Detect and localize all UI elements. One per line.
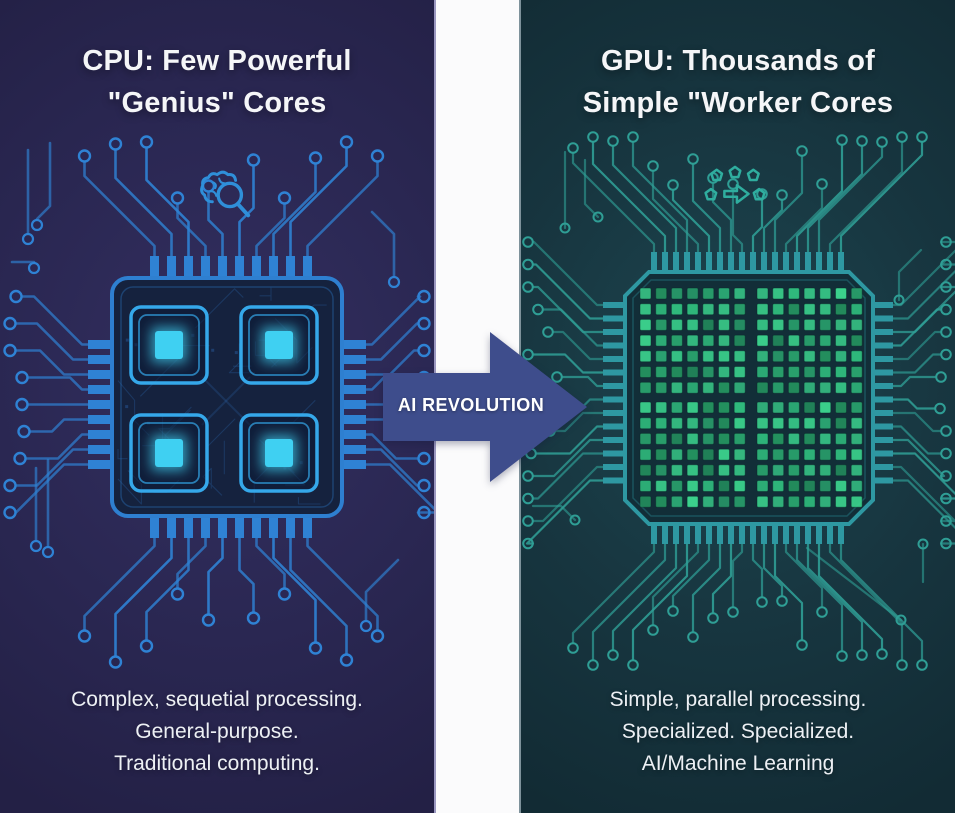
arrow-shape [383,332,587,482]
cpu-caption-line3: Traditional computing. [114,752,320,775]
gpu-caption-line1: Simple, parallel processing. [609,688,867,711]
gpu-caption-line3: AI/Machine Learning [641,752,835,775]
arrow-label: AI REVOLUTION [397,395,545,415]
parallel-workers-icon [704,165,766,204]
gpu-caption: Simple, parallel processing. Specialized… [521,684,955,780]
gpu-panel: GPU: Thousands of Simple "Worker Cores S… [521,0,955,813]
cpu-caption-line1: Complex, sequetial processing. [71,688,363,711]
cpu-title-line1: CPU: Few Powerful [82,45,352,77]
gpu-caption-line2: Specialized. Specialized. [621,720,855,743]
gpu-title-line1: GPU: Thousands of [600,45,876,77]
gpu-title: GPU: Thousands of Simple "Worker Cores [521,40,955,124]
cpu-title: CPU: Few Powerful "Genius" Cores [0,40,434,124]
gpu-chip-graphic [521,0,955,813]
ai-revolution-arrow: AI REVOLUTION [383,328,593,488]
cpu-caption-line2: General-purpose. [135,720,299,743]
cpu-chip-graphic [0,0,440,813]
cpu-panel: CPU: Few Powerful "Genius" Cores Complex… [0,0,440,813]
gpu-title-line2: Simple "Worker Cores [582,87,894,120]
brain-magnifier-icon [200,170,251,218]
cpu-caption: Complex, sequetial processing. General-p… [0,684,434,780]
cpu-title-line2: "Genius" Cores [107,87,327,120]
